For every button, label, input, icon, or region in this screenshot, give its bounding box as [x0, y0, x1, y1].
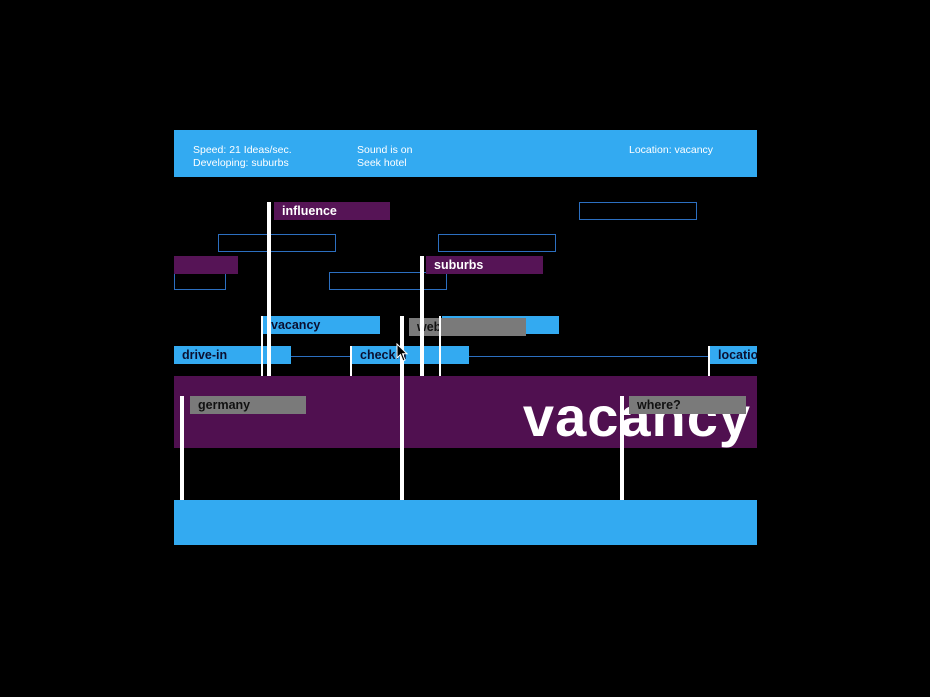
idea-stem — [420, 256, 424, 376]
idea-tag-suburbs[interactable]: suburbs — [426, 256, 543, 274]
status-header: Speed: 21 Ideas/sec. Developing: suburbs… — [174, 130, 757, 177]
idea-stem — [180, 396, 184, 500]
current-idea-word: vacancy — [522, 385, 751, 448]
empty-idea-slot — [438, 234, 556, 252]
mouse-pointer-icon — [396, 343, 409, 362]
connector-line — [284, 356, 714, 357]
idea-tag-blank[interactable] — [174, 256, 238, 274]
empty-idea-slot — [579, 202, 697, 220]
idea-stem — [439, 316, 441, 376]
footer-bar — [174, 500, 757, 545]
sound-status: Sound is on — [357, 144, 413, 156]
idea-tag-web[interactable]: web — [409, 318, 526, 336]
idea-tag-germany[interactable]: germany — [190, 396, 306, 414]
idea-tag-drive-in[interactable]: drive-in — [174, 346, 291, 364]
developing-readout: Developing: suburbs — [193, 157, 289, 169]
idea-stem — [261, 316, 263, 376]
idea-tag-where[interactable]: where? — [629, 396, 746, 414]
idea-window: Speed: 21 Ideas/sec. Developing: suburbs… — [174, 130, 757, 568]
empty-idea-slot — [329, 272, 447, 290]
idea-tag-checkin[interactable]: checkin — [352, 346, 469, 364]
idea-tag-influence[interactable]: influence — [274, 202, 390, 220]
empty-idea-slot — [218, 234, 336, 252]
empty-idea-slot — [174, 272, 226, 290]
location-readout: Location: vacancy — [629, 144, 714, 156]
idea-tag-location[interactable]: location — [710, 346, 757, 364]
idea-stem — [400, 316, 404, 500]
idea-stem — [708, 346, 710, 376]
speed-readout: Speed: 21 Ideas/sec. — [193, 144, 292, 156]
idea-stem — [350, 346, 352, 376]
idea-stem — [267, 202, 271, 376]
idea-tag-vacancy[interactable]: vacancy — [263, 316, 380, 334]
idea-stem — [620, 396, 624, 500]
seek-status: Seek hotel — [357, 157, 407, 169]
